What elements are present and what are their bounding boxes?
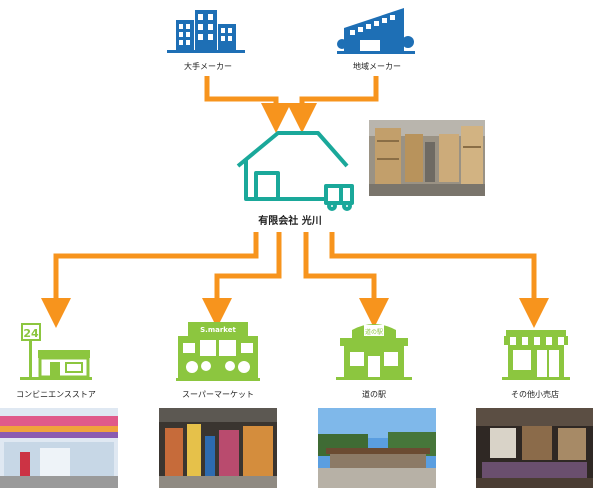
outlet-label-convenience: コンビニエンスストア <box>16 390 96 399</box>
supermarket-photo <box>159 408 277 488</box>
roadside-station-photo <box>318 408 436 488</box>
store-sign-24: 24 <box>23 327 39 340</box>
roadside-station-icon: 道の駅 <box>336 324 412 380</box>
company-name: 有限会社 光川 <box>258 216 322 227</box>
supplier-label-regional: 地域メーカー <box>353 62 401 71</box>
supplier-label-major: 大手メーカー <box>184 62 232 71</box>
warehouse-interior-photo <box>369 120 485 196</box>
factory-building-icon <box>337 8 415 54</box>
convenience-store-icon: 24 <box>20 323 92 380</box>
warehouse-truck-icon <box>236 131 354 211</box>
outlet-label-supermarket: スーパーマーケット <box>182 390 254 399</box>
store-sign-s-market: S.market <box>200 326 236 334</box>
retail-shop-icon <box>502 330 570 380</box>
supermarket-icon: S.market <box>176 322 260 381</box>
outlet-label-retail: その他小売店 <box>511 390 559 399</box>
outlet-label-roadside: 道の駅 <box>362 390 386 399</box>
retail-shop-photo <box>476 408 593 488</box>
convenience-store-photo <box>0 408 118 488</box>
office-buildings-icon <box>167 10 245 53</box>
store-sign-michi-no-eki: 道の駅 <box>365 328 383 336</box>
